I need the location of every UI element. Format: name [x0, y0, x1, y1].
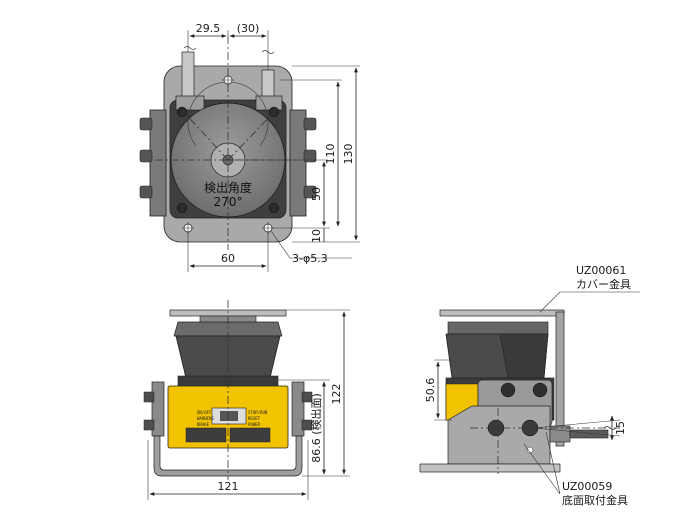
panel-label: WARNING — [197, 416, 214, 421]
dim-30: (30) — [237, 22, 260, 35]
dim-15: 15 — [614, 421, 627, 435]
part-base-name: 底面取付金具 — [562, 493, 628, 507]
dim-130: 130 — [342, 144, 355, 165]
dim-121: 121 — [218, 480, 239, 493]
cover-bracket — [439, 309, 565, 317]
detection-angle-label: 検出角度 — [204, 180, 252, 195]
dim-50: 50 — [310, 187, 323, 201]
panel-label: STOP/RUN — [248, 410, 268, 415]
dim-29-5: 29.5 — [196, 22, 221, 35]
top-view: 検出角度 270° 29.5 (30) 60 3-φ5.3 130 110 50… — [139, 22, 360, 272]
part-cover-code: UZ00061 — [576, 264, 626, 277]
front-view: ON/OFF WARNING BRAKE STOP/RUN RESET POWE… — [143, 300, 350, 500]
part-base-code: UZ00059 — [562, 480, 612, 493]
right-bracket — [289, 109, 307, 217]
part-cover-name: カバー金具 — [576, 277, 631, 291]
dim-60: 60 — [221, 252, 235, 265]
left-bracket — [149, 109, 167, 217]
dim-86-6: 86.6 (検出面) — [309, 393, 323, 463]
dim-122: 122 — [330, 384, 343, 405]
panel-label: BRAKE — [197, 422, 210, 427]
panel-label: ON/OFF — [197, 410, 212, 415]
panel-label: POWER — [248, 422, 261, 427]
detection-angle-value: 270° — [214, 195, 243, 209]
side-view: 15 50.6 UZ00061 カバー金具 UZ00059 底面取付金具 — [419, 264, 640, 507]
bracket-screws — [139, 117, 317, 199]
dim-110: 110 — [324, 144, 337, 165]
hole-note: 3-φ5.3 — [292, 252, 328, 265]
panel-label: RESET — [248, 416, 261, 421]
dim-10: 10 — [310, 229, 323, 243]
base-bracket-front — [153, 435, 303, 477]
dim-50-6: 50.6 — [424, 378, 437, 403]
